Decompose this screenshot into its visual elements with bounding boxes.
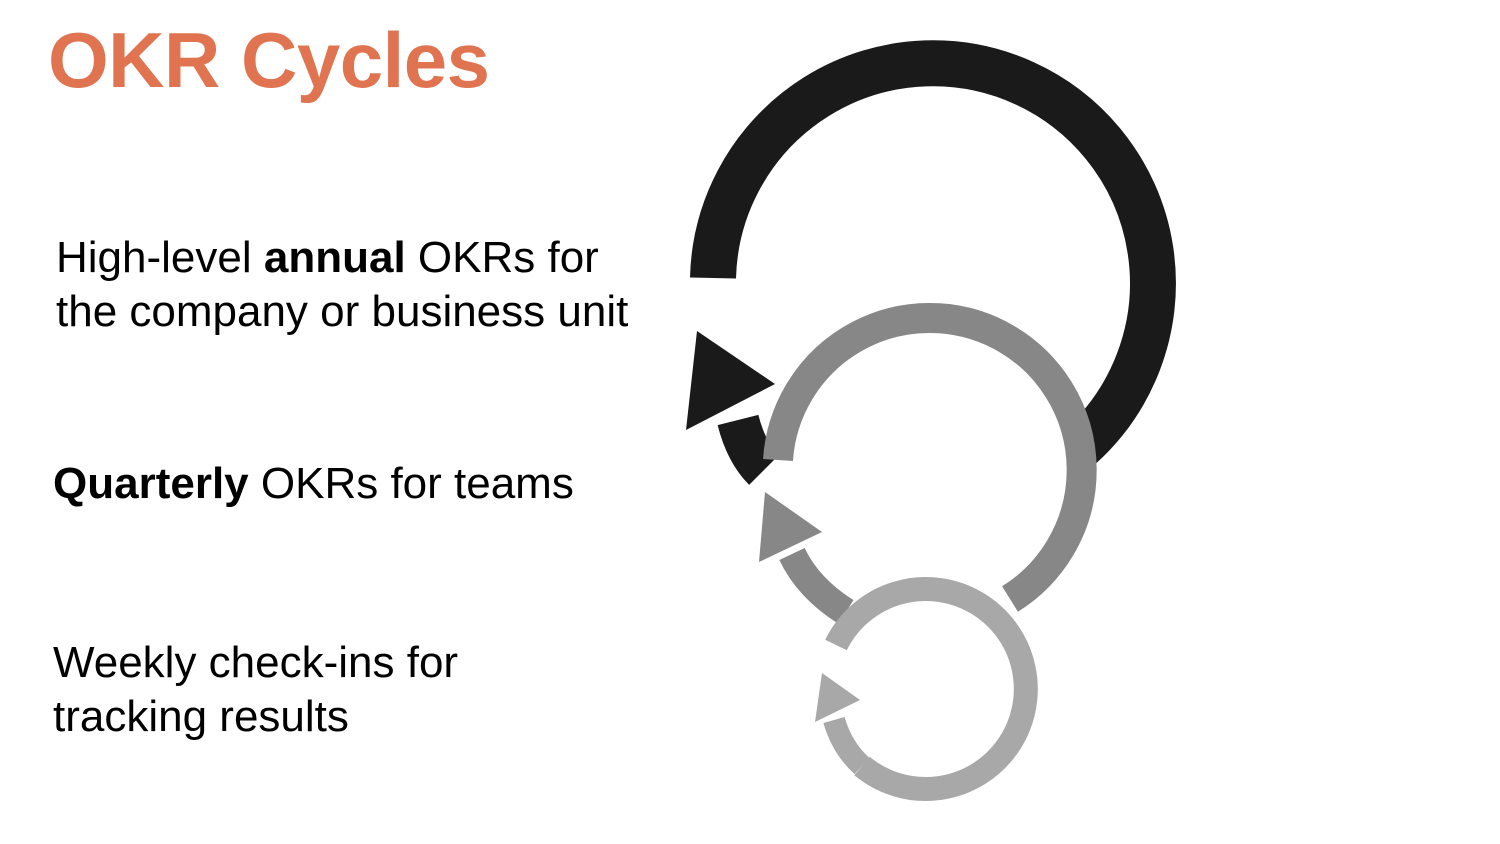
quarterly-cycle-arc bbox=[763, 303, 1097, 612]
weekly-cycle-arc-tail bbox=[823, 716, 870, 775]
quarterly-cycle-arrowhead bbox=[759, 492, 822, 562]
weekly-description-line-1: Weekly check-ins for bbox=[53, 638, 459, 687]
weekly-cycle-arrow-icon bbox=[815, 577, 1038, 801]
annual-line1-post: OKRs for bbox=[405, 233, 599, 282]
quarterly-description-line: Quarterly OKRs for teams bbox=[53, 457, 574, 511]
annual-okr-description: High-level annual OKRs for the company o… bbox=[56, 231, 628, 339]
slide-title: OKR Cycles bbox=[48, 16, 490, 104]
annual-keyword: annual bbox=[263, 233, 406, 282]
quarterly-okr-description: Quarterly OKRs for teams bbox=[53, 457, 574, 511]
annual-line1-pre: High-level bbox=[56, 233, 264, 282]
weekly-checkin-description: Weekly check-ins for tracking results bbox=[53, 636, 458, 744]
annual-cycle-arc-tail bbox=[717, 414, 780, 485]
quarterly-keyword: Quarterly bbox=[53, 459, 249, 508]
annual-description-line-2: the company or business unit bbox=[56, 287, 629, 336]
quarterly-cycle-arc-tail bbox=[779, 547, 854, 624]
quarterly-cycle-arrow-icon bbox=[759, 303, 1097, 624]
annual-cycle-arc bbox=[690, 40, 1176, 463]
weekly-cycle-arc bbox=[825, 577, 1038, 801]
quarterly-post: OKRs for teams bbox=[248, 459, 574, 508]
weekly-description-line-2: tracking results bbox=[53, 692, 349, 741]
annual-cycle-arrowhead bbox=[686, 331, 775, 430]
annual-cycle-arrow-icon bbox=[686, 40, 1176, 485]
weekly-cycle-arrowhead bbox=[815, 673, 860, 722]
annual-description-line-1: High-level annual OKRs for bbox=[56, 231, 628, 285]
